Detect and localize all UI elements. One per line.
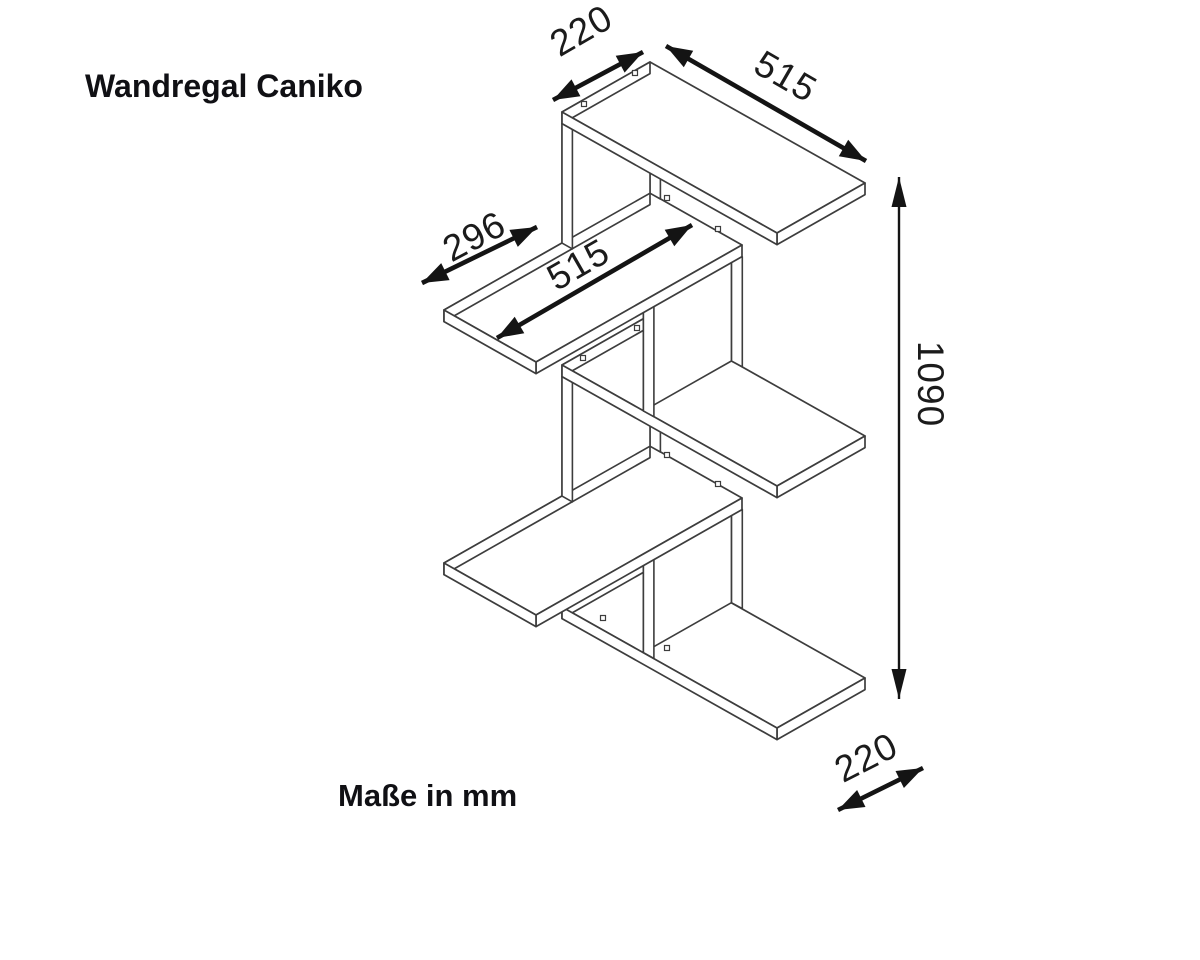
arrowhead (553, 79, 581, 100)
board4-front-tip-face (443, 562, 537, 628)
hole-dot (714, 480, 722, 488)
dim-top-depth-label: 220 (543, 0, 620, 64)
dim-bottom-depth-220: 220 (828, 724, 925, 813)
arrowhead (497, 316, 525, 338)
hole-dot (663, 644, 671, 652)
units-note: Maße in mm (338, 778, 517, 813)
shelf-board-1-top (561, 61, 866, 246)
shelf-board-3-middle (561, 314, 866, 499)
panel-b-front-edge (642, 299, 655, 418)
hole-dot (631, 69, 639, 77)
panel-b-back-edge (730, 250, 744, 368)
panel-d-back-edge (730, 502, 744, 610)
panel-a-front-edge (561, 122, 574, 250)
dim-height-1090: 1090 (891, 177, 951, 699)
hole-dot (599, 614, 607, 622)
arrowhead (891, 177, 907, 207)
arrowhead (895, 768, 923, 788)
panel-c-front-edge (561, 375, 574, 503)
divider-panel-b (642, 250, 744, 418)
board3-front-face (561, 364, 778, 499)
divider-panel-d (642, 502, 744, 660)
hole-dot (633, 324, 641, 332)
page-title: Wandregal Caniko (85, 68, 363, 104)
arrowhead (838, 790, 866, 810)
hole-dot (663, 451, 671, 459)
board1-front-face (561, 111, 778, 246)
arrowhead (615, 52, 643, 73)
arrowhead (838, 139, 866, 161)
arrowhead (891, 669, 907, 699)
assembly-hole-dots (579, 69, 722, 652)
hole-dot (663, 194, 671, 202)
panel-d-front-edge (642, 552, 655, 660)
arrowhead (422, 263, 450, 283)
arrowhead (509, 227, 537, 247)
shelf-board-2-left-jut (443, 192, 743, 375)
hole-dot (579, 354, 587, 362)
board2-front-tip-face (443, 309, 537, 375)
hole-dot (714, 225, 722, 233)
board5-front-face (561, 606, 778, 741)
shelf-board-4-left-jut (443, 445, 743, 628)
arrowhead (664, 225, 692, 247)
hole-dot (580, 100, 588, 108)
arrowhead (666, 46, 694, 68)
dim-height-label: 1090 (910, 341, 951, 427)
